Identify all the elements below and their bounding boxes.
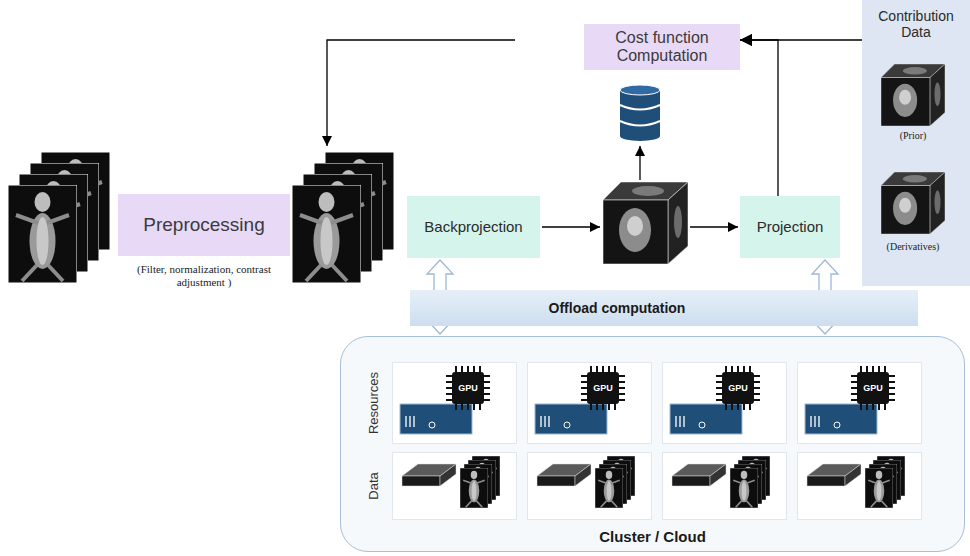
process-box: Backprojection [407, 196, 540, 258]
node-text: Cluster / Cloud [599, 528, 706, 545]
cluster-box: Cluster / Cloud [340, 336, 965, 552]
chip-label: GPU [458, 383, 478, 393]
gpu-server [798, 363, 922, 444]
note-text: (Filter, normalization, contrast adjustm… [115, 263, 293, 288]
node-text: Cost function Computation [590, 29, 734, 66]
cluster-ground [340, 336, 965, 552]
flow-connector [740, 39, 862, 40]
data-row [393, 453, 922, 520]
data-chunk [528, 453, 652, 520]
image-stack [292, 152, 394, 283]
node-text: Projection [757, 218, 824, 235]
database-base [620, 131, 660, 141]
offload-arrow [427, 260, 453, 334]
process-box: Cost function Computation [584, 24, 740, 70]
chip-label: GPU [728, 383, 748, 393]
derivatives-cube [881, 172, 945, 234]
xray-image [292, 185, 361, 283]
row-label: Data [367, 472, 382, 499]
database-band [620, 105, 660, 126]
database-top [620, 85, 660, 95]
cube-caption: (Prior) [900, 130, 927, 142]
data-chunk [393, 453, 517, 520]
xray-image [8, 185, 77, 283]
database-body [620, 90, 660, 136]
chip-label: GPU [863, 383, 883, 393]
data-chunk [663, 453, 787, 520]
offload-band: Offload computation [410, 290, 918, 326]
prior-cube [881, 64, 945, 126]
offload-arrow [812, 260, 838, 334]
resource-row [393, 363, 922, 444]
image-stack [8, 152, 110, 283]
row-label: Resources [367, 372, 382, 434]
chip-label: GPU [593, 383, 613, 393]
panel-ground [862, 0, 970, 286]
flow-arrow [690, 226, 738, 227]
node-text: Contribution Data [868, 8, 964, 40]
volume-cube [603, 182, 688, 264]
flow-connector [740, 40, 778, 196]
flow-arrow [542, 226, 600, 227]
store-arrow [639, 146, 640, 180]
feedback-arrow [327, 40, 515, 146]
process-box: Preprocessing [118, 194, 290, 256]
gpu-server [393, 363, 517, 444]
gpu-server [528, 363, 652, 444]
node-text: Offload computation [549, 300, 686, 316]
node-text: Backprojection [424, 218, 522, 235]
gpu-server [663, 363, 787, 444]
process-box: Projection [740, 196, 840, 258]
database-icon [620, 85, 660, 141]
data-panel: Contribution Data [862, 0, 970, 286]
data-chunk [798, 453, 922, 520]
cube-caption: (Derivatives) [887, 241, 940, 253]
node-text: Preprocessing [143, 214, 264, 236]
